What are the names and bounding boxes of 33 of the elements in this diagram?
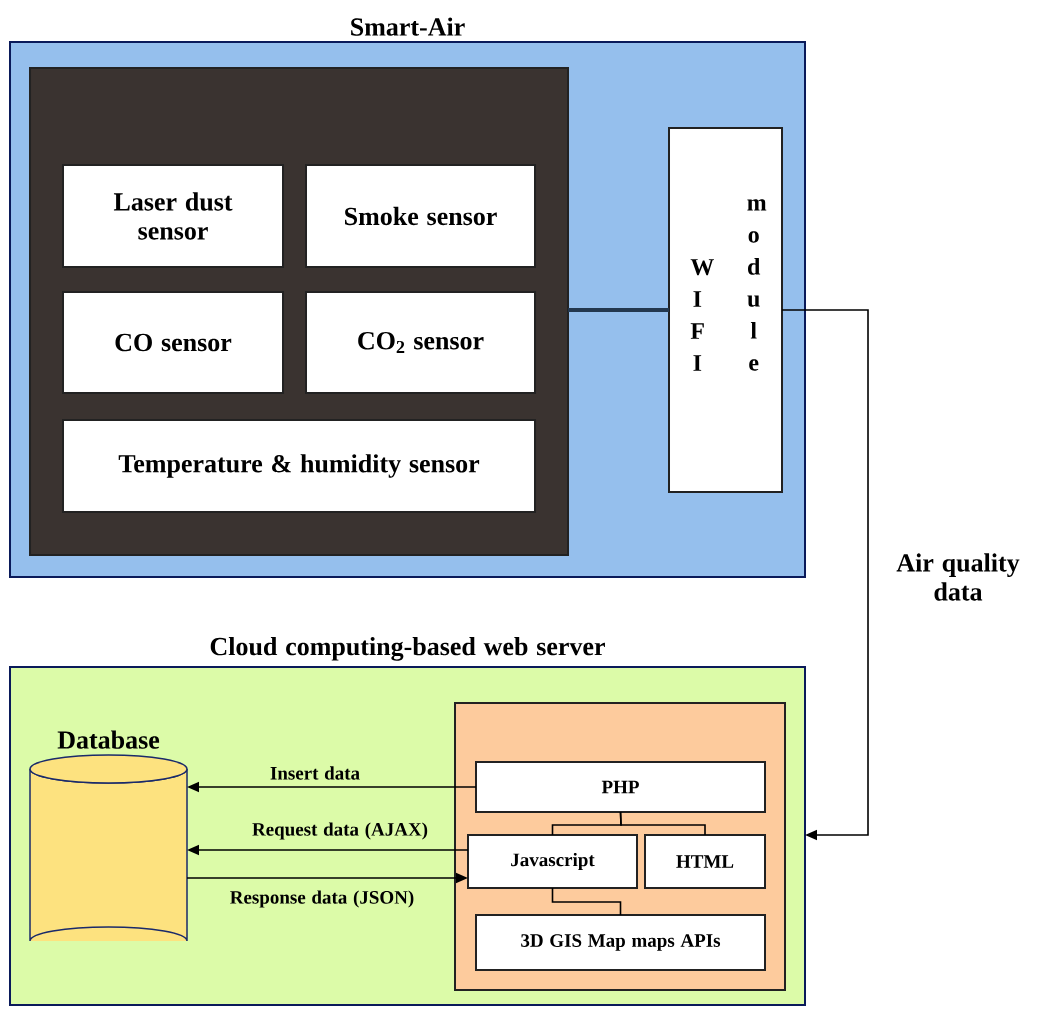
heading: Database [57, 730, 160, 749]
vertical-label: W I F I [690, 259, 714, 371]
sensor-box [305, 164, 536, 268]
connector-line [619, 811, 706, 836]
sensor-box [62, 164, 284, 268]
edge-label: Insert data [270, 766, 360, 780]
module-box [475, 914, 766, 971]
module-box [467, 834, 638, 889]
box-label: Smoke sensor [345, 206, 497, 226]
box-label: CO sensor [115, 333, 232, 352]
sensor-box [305, 291, 536, 394]
box-label: 3D GIS Map maps APIs [521, 934, 721, 951]
module-box [644, 834, 766, 889]
arrow [781, 309, 869, 841]
wifi-module-box [668, 127, 783, 493]
box-label: Temperature & humidity sensor [118, 454, 480, 478]
edge-label: Response data (JSON) [230, 890, 414, 908]
sensor-box [62, 291, 284, 394]
connector-line [551, 887, 622, 916]
edge-label: Request data (AJAX) [252, 822, 428, 840]
database-cylinder [29, 754, 188, 942]
box-label: CO$_{2}$ sensor [358, 332, 484, 353]
box-label: Javascript [511, 852, 595, 871]
vertical-label: m o d u l e [747, 199, 767, 371]
edge-label: Air quality data [896, 553, 1020, 601]
module-box [475, 761, 766, 813]
heading: Cloud computing-based web server [210, 637, 605, 661]
box-label: HTML [676, 855, 734, 868]
box-label: Laser dust sensor [113, 192, 233, 240]
sensor-box [62, 419, 536, 513]
heading: Smart-Air [351, 17, 465, 36]
connector-line [568, 308, 669, 312]
box-label: PHP [601, 780, 639, 794]
